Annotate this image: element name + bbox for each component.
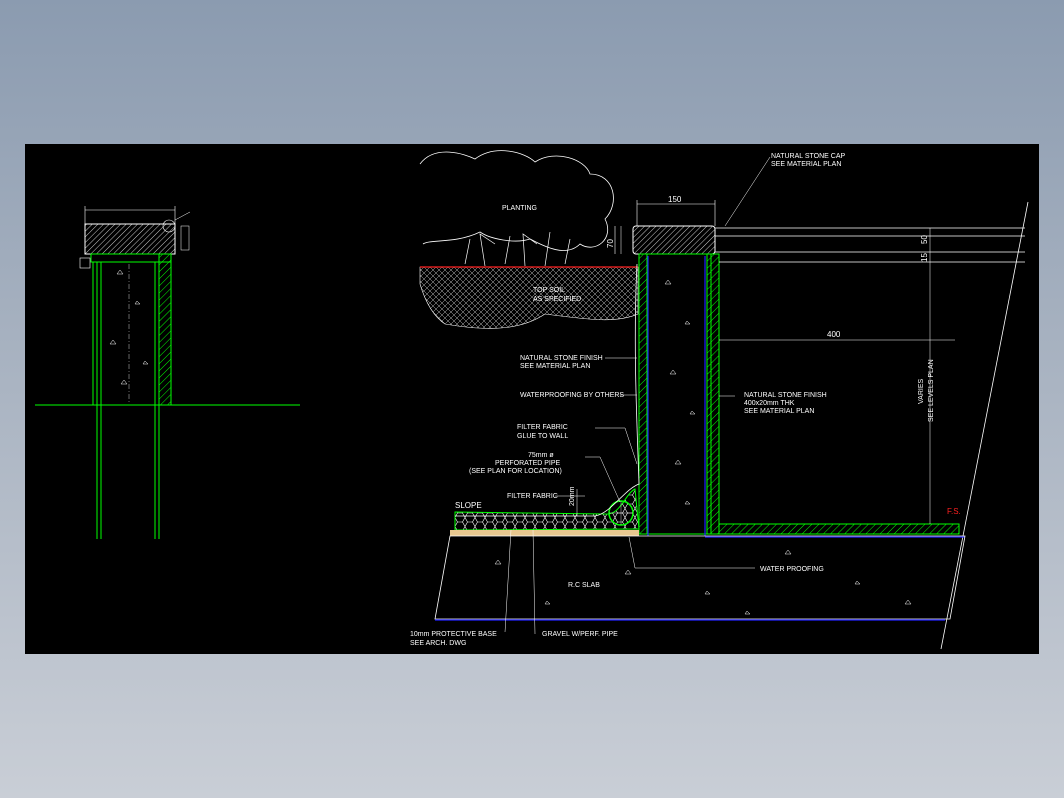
label-pipe-3: (SEE PLAN FOR LOCATION)	[469, 468, 562, 475]
label-filter-fabric-glue-2: GLUE TO WALL	[517, 433, 568, 440]
topsoil-fill	[419, 266, 639, 329]
label-stone-cap-1: NATURAL STONE CAP	[771, 153, 845, 160]
label-filter-fabric: FILTER FABRIC	[507, 493, 558, 500]
label-slope: SLOPE	[455, 501, 482, 510]
label-protective-base-2: SEE ARCH. DWG	[410, 640, 466, 647]
leader-lines	[504, 156, 771, 635]
dim-cap-width: 150	[668, 195, 682, 204]
label-pipe-2: PERFORATED PIPE	[495, 460, 561, 467]
label-top-soil-2: AS SPECIFIED	[533, 296, 581, 303]
label-stone-finish-1: NATURAL STONE FINISH	[520, 355, 603, 362]
concrete-wall	[638, 253, 720, 536]
label-stone-finish-2: SEE MATERIAL PLAN	[520, 363, 590, 370]
label-stone-finish-r-1: NATURAL STONE FINISH	[744, 392, 827, 399]
dim-50: 50	[920, 235, 929, 244]
label-stone-finish-r-2: 400x20mm THK	[744, 400, 795, 407]
label-waterproofing-others: WATERPROOFING BY OTHERS	[520, 392, 624, 399]
stone-cap	[632, 225, 716, 255]
label-planting: PLANTING	[502, 205, 537, 212]
dim-cap-height: 70	[606, 239, 615, 248]
railing-lines	[715, 201, 1029, 650]
label-stone-cap-2: SEE MATERIAL PLAN	[771, 161, 841, 168]
dim-20mm: 20mm	[569, 486, 576, 506]
label-pipe-1: 75mm ø	[528, 452, 554, 459]
label-gravel: GRAVEL W/PERF. PIPE	[542, 631, 618, 638]
floor-finish	[718, 523, 960, 535]
dim-400: 400	[827, 330, 841, 339]
label-filter-fabric-glue-1: FILTER FABRIC	[517, 424, 568, 431]
label-fs: F.S.	[947, 507, 961, 516]
gravel-bed	[454, 488, 640, 531]
label-water-proofing: WATER PROOFING	[760, 566, 824, 573]
left-wall-detail	[35, 206, 300, 539]
planting-outline	[419, 150, 614, 267]
label-stone-finish-r-3: SEE MATERIAL PLAN	[744, 408, 814, 415]
cad-drawing-canvas[interactable]: PLANTING TOP SOIL AS SPECIFIED NATURAL S…	[25, 144, 1039, 654]
label-rc-slab: R.C SLAB	[568, 582, 600, 589]
cad-drawing: PLANTING TOP SOIL AS SPECIFIED NATURAL S…	[35, 150, 1029, 650]
label-top-soil-1: TOP SOIL	[533, 287, 565, 294]
label-protective-base-1: 10mm PROTECTIVE BASE	[410, 631, 497, 638]
label-varies-1: VARIES	[918, 379, 925, 404]
rc-slab	[434, 535, 966, 620]
dim-15: 15	[920, 253, 929, 262]
label-varies-2: SEE LEVELS PLAN	[928, 359, 935, 422]
